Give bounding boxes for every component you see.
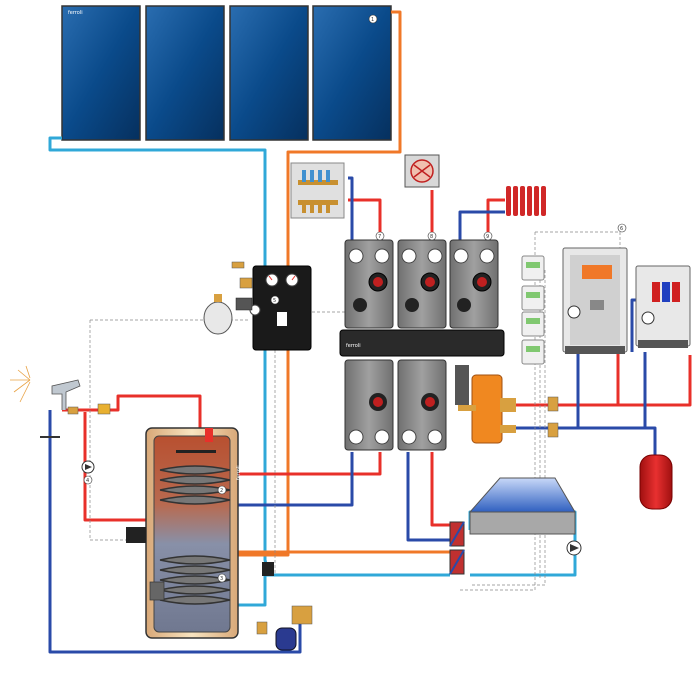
- pool-icon: [468, 477, 576, 513]
- expansion-vessel-icon: [275, 627, 297, 651]
- pump-module-upper-row: 7 8 9: [344, 231, 499, 329]
- pump-icon: [567, 305, 581, 319]
- callout-marker: [368, 14, 378, 24]
- boiler-icon: [635, 265, 691, 347]
- boiler-return: [515, 426, 657, 455]
- swimming-pool: [468, 477, 582, 556]
- pool-return: [406, 452, 455, 542]
- collector-brand: ferroli: [68, 10, 83, 16]
- distribution-header: [339, 329, 505, 357]
- radiator: 6: [506, 186, 627, 233]
- valve-icon: [262, 562, 274, 576]
- valve-icon: [256, 621, 268, 635]
- upper-coil: [159, 465, 231, 505]
- solar-flow-pipe: [235, 10, 402, 557]
- callout-label: 2: [220, 488, 223, 494]
- callout-label: 4: [86, 478, 89, 484]
- dhw-recirc-pipe: [83, 412, 146, 522]
- solar-collector-icon: [229, 5, 309, 141]
- system-expansion-vessel: [639, 454, 673, 510]
- lower-coil: [159, 555, 231, 605]
- storage-tank: ferroli 2 3: [126, 427, 242, 639]
- plate-heat-exchangers: [449, 521, 465, 575]
- tap-icon: [51, 379, 81, 410]
- header-brand: ferroli: [346, 343, 361, 349]
- callout-label: 3: [220, 576, 223, 582]
- pump-module-lower-row: [344, 359, 447, 451]
- valve-icon: [547, 422, 559, 438]
- hydraulic-separator: [455, 365, 516, 444]
- fan-coil: [404, 154, 440, 188]
- mixing-valve-icon: [97, 403, 111, 415]
- tank-coil-flow: [218, 452, 382, 476]
- underfloor-manifold-icon: [290, 162, 345, 219]
- dhw-tap-assembly: 4: [10, 365, 111, 485]
- pipework: [48, 10, 692, 654]
- expansion-vessel-icon: [639, 454, 673, 510]
- valve-icon: [547, 396, 559, 412]
- mixing-valve-icon: [353, 298, 367, 312]
- cold-water-group: [256, 605, 313, 651]
- radiator-flow: [486, 198, 505, 240]
- solar-collector-icon: [312, 5, 392, 141]
- boiler-secondary: [635, 265, 691, 348]
- radiator-return: [458, 210, 505, 240]
- tank-sensor-box: [126, 527, 146, 543]
- separator-icon: [471, 374, 503, 444]
- pump-icon: [641, 311, 655, 325]
- boiler-flow: [515, 355, 692, 407]
- callout-label: 5: [273, 298, 276, 304]
- callout-label: 7: [378, 234, 381, 240]
- floor-heating-flow: [348, 198, 382, 240]
- mixing-valve-icon: [405, 298, 419, 312]
- callout-label: 9: [486, 234, 489, 240]
- solar-station-icon: [252, 265, 312, 351]
- underfloor-manifold: [290, 162, 345, 219]
- cold-water-inlet: [48, 410, 302, 654]
- solar-pump-station: 5: [203, 261, 312, 351]
- zone-controllers: [521, 255, 545, 365]
- expansion-vessel-icon: [203, 301, 233, 335]
- mixing-valve-icon: [457, 298, 471, 312]
- pump-module: [344, 359, 394, 451]
- callout-label: 1: [371, 17, 374, 23]
- dhw-hot-pipe: [62, 394, 202, 428]
- callout-label: 6: [620, 226, 623, 232]
- floor-heating-return: [348, 176, 354, 240]
- tank-coil-return: [230, 452, 354, 507]
- solar-collector-array: ferroli 1: [61, 5, 392, 141]
- solar-collector-icon: [145, 5, 225, 141]
- tank-solar-lower: [238, 573, 450, 607]
- callout-label: 8: [430, 234, 433, 240]
- boiler-primary: [562, 247, 628, 354]
- tank-brand: ferroli: [236, 465, 242, 480]
- solar-collector-icon: [61, 5, 141, 141]
- pool-flow: [430, 452, 455, 527]
